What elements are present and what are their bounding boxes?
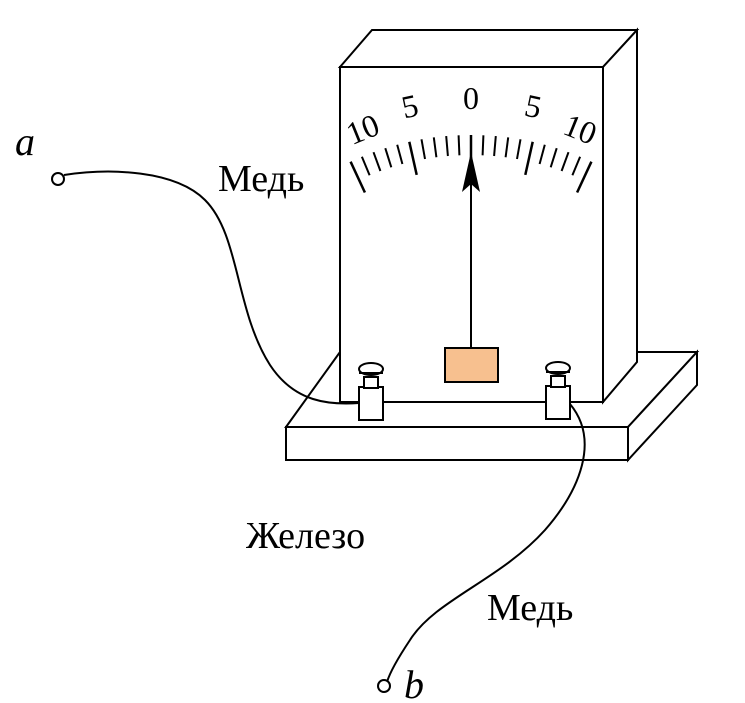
left-binding-post [358, 362, 384, 421]
scale-tick [538, 144, 546, 165]
scale-tick [457, 135, 461, 156]
scale-tick [493, 136, 497, 157]
scale-tick [516, 139, 522, 160]
scale-tick [445, 136, 449, 157]
scale-tick [349, 161, 367, 194]
scale-ticks [349, 135, 593, 194]
wire-right-label: Медь [487, 587, 573, 629]
terminal-b-label: b [404, 662, 424, 703]
terminal-a [51, 172, 65, 186]
scale-label-zero: 0 [463, 80, 479, 116]
scale-tick [504, 137, 510, 158]
junction-label: Железо [246, 515, 365, 557]
scale-tick [384, 147, 393, 168]
scale-tick [571, 156, 582, 176]
scale-label-left-5: 5 [398, 87, 421, 126]
scale-tick [408, 141, 418, 176]
needle [462, 152, 480, 348]
scale-tick [432, 137, 438, 158]
scale-tick [524, 141, 534, 176]
wire-copper-left [63, 170, 360, 405]
scale-tick [549, 147, 558, 168]
meter-housing [337, 27, 640, 405]
terminal-b [377, 679, 391, 693]
scale-label-right-5: 5 [522, 87, 545, 126]
scale-tick [420, 139, 426, 160]
scale-tick [481, 135, 485, 156]
indicator-block [444, 347, 499, 383]
scale-tick [360, 156, 371, 176]
scale-tick [372, 151, 382, 172]
wire-left-label: Медь [218, 158, 304, 200]
scale-tick [396, 144, 404, 165]
scale-tick [575, 161, 593, 194]
wire-copper-right [386, 403, 586, 683]
right-binding-post [545, 361, 571, 420]
scale-tick [560, 151, 570, 172]
terminal-a-label: a [15, 119, 35, 164]
